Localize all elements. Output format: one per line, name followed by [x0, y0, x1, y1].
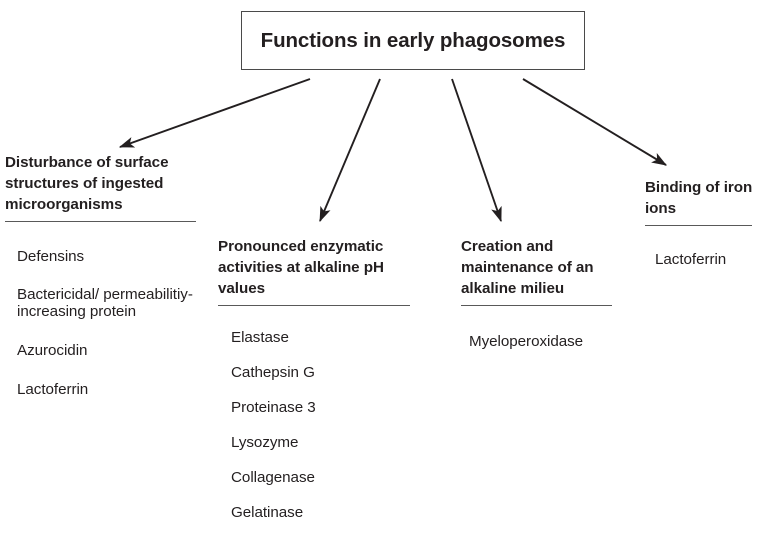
list-item: Cathepsin G [231, 364, 315, 381]
root-title-label: Functions in early phagosomes [260, 28, 566, 52]
column-3-heading: Creation and maintenance of an alkaline … [461, 238, 594, 297]
column-4-heading: Binding of iron ions [645, 179, 753, 217]
list-item: Bactericidal/ permeabilitiy-increasing p… [17, 286, 193, 320]
list-item: Myeloperoxidase [469, 333, 584, 350]
arrow-to-column-1 [118, 78, 311, 148]
column-4-item-list: Lactoferrin [645, 250, 757, 269]
column-2-heading: Pronounced enzymatic activities at alkal… [218, 238, 384, 297]
root-title-box: Functions in early phagosomes [241, 11, 585, 70]
column-2-item-list: Elastase Cathepsin G Proteinase 3 Lysozy… [218, 328, 418, 522]
list-item: Collagenase [231, 469, 315, 486]
list-item: Gelatinase [231, 504, 304, 521]
list-item: Elastase [231, 329, 289, 346]
list-item: Proteinase 3 [231, 399, 316, 416]
column-binding-of-iron-ions: Binding of iron ions Lactoferrin [645, 177, 757, 285]
column-1-rule [5, 221, 196, 222]
column-1-item-list: Defensins Bactericidal/ permeabilitiy-in… [5, 247, 201, 399]
list-item: Lysozyme [231, 434, 299, 451]
column-1-heading: Disturbance of surface structures of ing… [5, 154, 169, 213]
column-2-rule [218, 305, 410, 306]
list-item: Defensins [17, 248, 85, 265]
list-item: Lactoferrin [655, 251, 727, 268]
column-creation-maintenance-alkaline-milieu: Creation and maintenance of an alkaline … [461, 236, 621, 367]
column-3-rule [461, 305, 612, 306]
column-pronounced-enzymatic-activities: Pronounced enzymatic activities at alkal… [218, 236, 418, 538]
arrow-to-column-3 [451, 78, 502, 223]
arrow-to-column-2 [319, 78, 381, 223]
arrow-to-column-4 [522, 78, 667, 166]
list-item: Lactoferrin [17, 381, 89, 398]
list-item: Azurocidin [17, 342, 88, 359]
column-disturbance-of-surface-structures: Disturbance of surface structures of ing… [5, 152, 201, 419]
column-4-rule [645, 225, 752, 226]
column-3-item-list: Myeloperoxidase [461, 332, 621, 351]
